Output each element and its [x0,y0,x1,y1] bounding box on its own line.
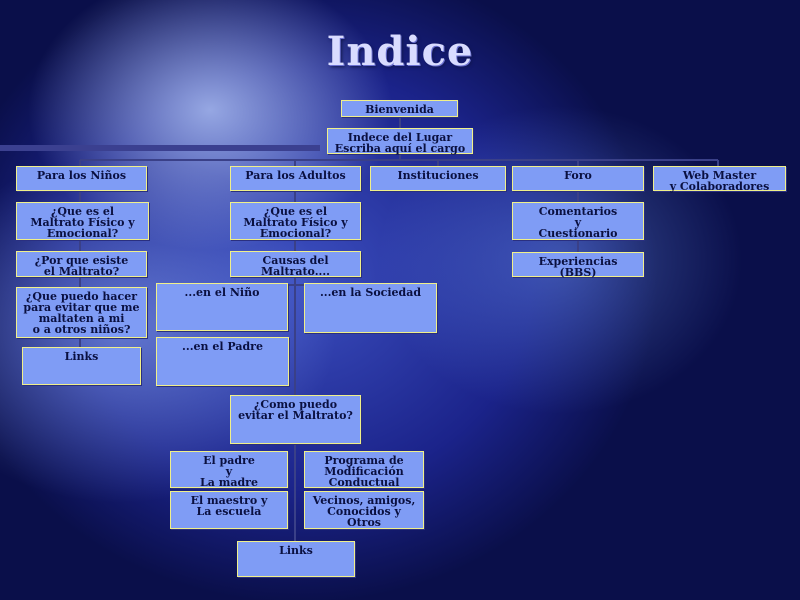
node-bienvenida[interactable]: Bienvenida [341,100,458,117]
node-para-los-ninos[interactable]: Para los Niños [16,166,147,191]
node-ninos-links[interactable]: Links [22,347,141,385]
node-causas-del-maltrato[interactable]: Causas del Maltrato.... [230,251,361,277]
node-como-puedo-evitar[interactable]: ¿Como puedo evitar el Maltrato? [230,395,361,444]
node-maestro-escuela[interactable]: El maestro y La escuela [170,491,288,529]
node-adultos-links[interactable]: Links [237,541,355,577]
node-ninos-que-es-maltrato[interactable]: ¿Que es el Maltrato Físico y Emocional? [16,202,149,240]
node-foro[interactable]: Foro [512,166,644,191]
node-web-master[interactable]: Web Master y Colaboradores [653,166,786,192]
node-para-los-adultos[interactable]: Para los Adultos [230,166,361,191]
node-en-la-sociedad[interactable]: ...en la Sociedad [304,283,437,333]
node-instituciones[interactable]: Instituciones [370,166,506,191]
node-ninos-por-que-existe[interactable]: ¿Por que esiste el Maltrato? [16,251,147,277]
page-title: Indice [326,28,474,75]
node-adultos-que-es-maltrato[interactable]: ¿Que es el Maltrato Físico y Emocional? [230,202,361,240]
node-indice-lugar[interactable]: Indece del Lugar Escriba aquí el cargo [327,128,473,154]
node-experiencias-bbs[interactable]: Experiencias (BBS) [512,252,644,278]
node-padre-madre[interactable]: El padre y La madre [170,451,288,488]
node-comentarios-cuestionario[interactable]: Comentarios y Cuestionario [512,202,644,240]
node-en-el-nino[interactable]: ...en el Niño [156,283,288,331]
node-vecinos-amigos[interactable]: Vecinos, amigos, Conocidos y Otros [304,491,424,529]
node-ninos-que-puedo-hacer[interactable]: ¿Que puedo hacer para evitar que me malt… [16,287,147,338]
node-en-el-padre[interactable]: ...en el Padre [156,337,289,386]
node-programa-modificacion[interactable]: Programa de Modificación Conductual [304,451,424,488]
